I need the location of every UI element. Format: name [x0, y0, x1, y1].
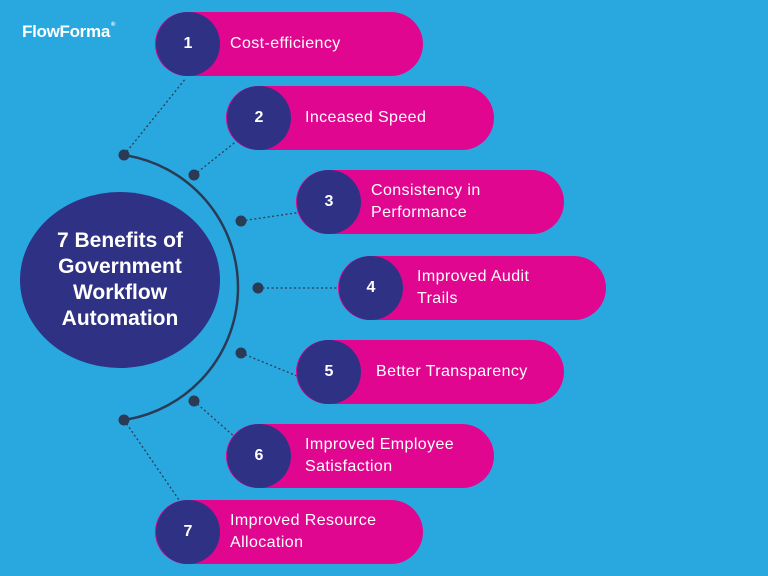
- arc-node: [252, 282, 264, 294]
- benefit-pill-6: 6 Improved Employee Satisfaction: [226, 424, 494, 488]
- benefit-number-badge: 1: [156, 12, 220, 76]
- benefit-number-badge: 5: [297, 340, 361, 404]
- flowforma-logo: FlowForma®: [22, 22, 115, 42]
- benefit-pill-7: 7 Improved Resource Allocation: [155, 500, 423, 564]
- logo-text: FlowForma: [22, 22, 110, 41]
- benefit-pill-1: 1 Cost-efficiency: [155, 12, 423, 76]
- registered-mark: ®: [110, 22, 116, 28]
- benefit-label: Consistency in Performance: [371, 182, 481, 221]
- arc-nodes: [118, 149, 264, 426]
- benefit-label: Improved Audit Trails: [417, 268, 530, 307]
- benefit-label: Inceased Speed: [305, 109, 427, 126]
- benefit-number-badge: 6: [227, 424, 291, 488]
- benefit-label: Improved Resource Allocation: [230, 512, 377, 551]
- benefit-pill-5: 5 Better Transparency: [296, 340, 564, 404]
- arc-line: [123, 153, 240, 422]
- arc-node: [118, 149, 130, 161]
- arc-node: [118, 414, 130, 426]
- benefit-number-badge: 3: [297, 170, 361, 234]
- benefit-label: Cost-efficiency: [230, 35, 341, 52]
- benefit-pill-3: 3 Consistency in Performance: [296, 170, 564, 234]
- benefit-number-badge: 4: [339, 256, 403, 320]
- hub-title: 7 Benefits of Government Workflow Automa…: [56, 229, 184, 330]
- benefit-pill-4: 4 Improved Audit Trails: [338, 256, 606, 320]
- arc-node: [188, 169, 200, 181]
- arc-node: [188, 395, 200, 407]
- benefit-label: Improved Employee Satisfaction: [305, 436, 455, 475]
- benefit-number-badge: 7: [156, 500, 220, 564]
- hub-circle: 7 Benefits of Government Workflow Automa…: [20, 192, 220, 368]
- benefit-pill-2: 2 Inceased Speed: [226, 86, 494, 150]
- dotted-links: [123, 77, 342, 511]
- benefit-number-badge: 2: [227, 86, 291, 150]
- arc-node: [235, 347, 247, 359]
- benefit-label: Better Transparency: [376, 363, 528, 380]
- arc-node: [235, 215, 247, 227]
